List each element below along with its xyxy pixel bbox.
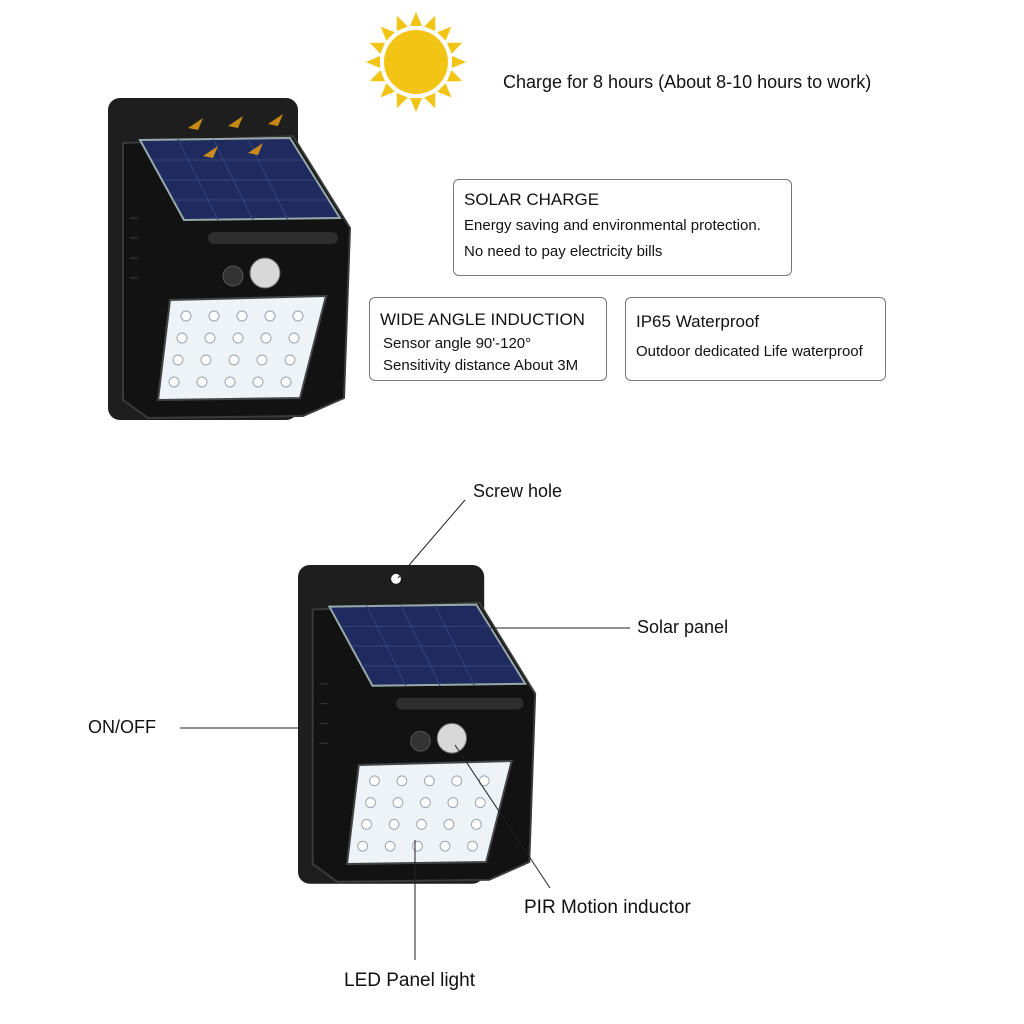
sun-ray [396,92,408,109]
led-dot [284,354,296,366]
sun-ray [380,83,395,98]
feature-text: Sensor angle 90'-120° [383,335,532,352]
sun-ray [437,26,452,41]
led-dot [384,840,396,852]
led-dot [447,797,459,809]
feature-text: Outdoor dedicated Life waterproof [636,343,863,360]
led-dot [200,354,212,366]
feature-title: IP65 Waterproof [636,312,760,331]
label-on-off: ON/OFF [88,717,156,737]
led-dot [470,818,482,830]
feature-text: Energy saving and environmental protecti… [464,217,761,234]
led-dot [423,775,435,787]
led-dot [224,376,236,388]
sun-ray [452,56,466,68]
sun-ray [424,92,436,109]
label-led: LED Panel light [344,970,475,991]
sun-ray [366,56,380,68]
led-dot [260,332,272,344]
callout-lines [180,499,630,960]
led-dot [412,840,423,852]
led-dot [388,818,400,830]
led-dot [196,376,208,388]
sun-ray [369,70,386,82]
led-dot [292,310,304,322]
sun-ray [410,12,422,26]
led-dot [176,332,188,344]
sun-ray [446,42,463,54]
led-dot [280,376,292,388]
sun-ray [410,98,422,112]
led-dot [357,840,369,852]
led-dot [168,376,180,388]
feature-text: No need to pay electricity bills [464,243,663,260]
sun-ray [369,42,386,54]
led-dot [361,818,372,830]
charge-text: Charge for 8 hours (About 8-10 hours to … [503,72,872,92]
led-dot [236,310,248,322]
led-dot [474,797,486,809]
led-dot [252,376,264,388]
led-dot [228,354,240,366]
led-dot [180,310,192,322]
label-solar-panel: Solar panel [637,617,729,637]
label-pir: PIR Motion inductor [524,897,691,918]
led-dot [416,818,427,830]
led-dot [443,818,455,830]
label-screw-hole: Screw hole [473,481,563,501]
solar-lamp-top-image [107,97,351,421]
led-dot [369,775,380,787]
led-dot [172,354,184,366]
led-dot [208,310,220,322]
led-dot [451,775,463,787]
feature-solar-charge: SOLAR CHARGE Energy saving and environme… [453,179,792,276]
sun-ray [437,83,452,98]
led-dot [232,332,244,344]
sun-ray [424,15,436,32]
led-dot [439,840,451,852]
led-dot [204,332,216,344]
screw-hole [391,573,401,584]
led-dot [420,797,431,809]
led-dot [396,775,408,787]
sun-ray [396,15,408,32]
sun-ray [380,26,395,41]
feature-title: WIDE ANGLE INDUCTION [380,310,585,329]
sun-icon [366,12,466,112]
led-dot [256,354,268,366]
led-dot [365,797,376,809]
sun-ray [446,70,463,82]
led-dot [392,797,404,809]
feature-wide-angle: WIDE ANGLE INDUCTION Sensor angle 90'-12… [369,297,607,381]
feature-waterproof: IP65 Waterproof Outdoor dedicated Life w… [625,297,886,381]
led-dot [264,310,276,322]
feature-title: SOLAR CHARGE [464,190,600,209]
led-dot [467,840,478,852]
solar-lamp-diagram-image [297,564,537,885]
feature-text: Sensitivity distance About 3M [383,357,579,374]
led-dot [288,332,300,344]
